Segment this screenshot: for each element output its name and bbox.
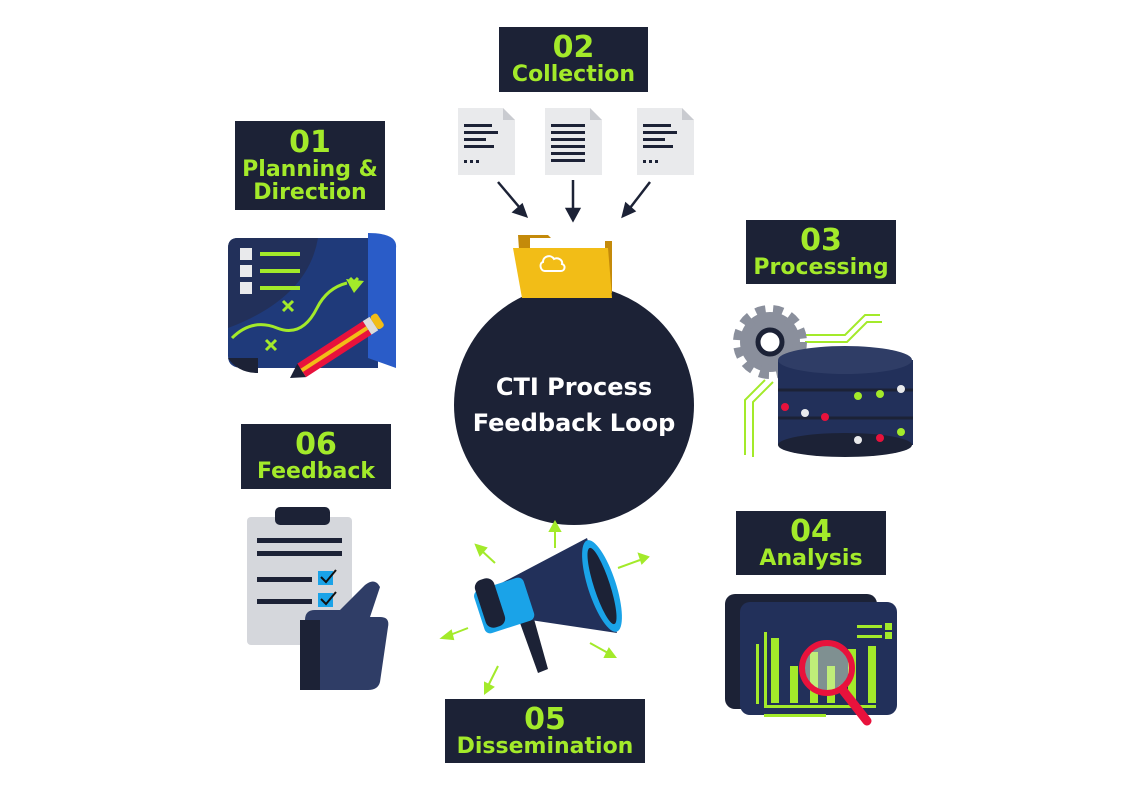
step-number: 03 <box>800 222 842 258</box>
document-icon <box>458 108 515 175</box>
step-number: 01 <box>289 124 331 160</box>
thumbs-up-icon <box>300 581 389 690</box>
step-title: Feedback <box>257 459 375 484</box>
processing-database-icon <box>733 305 913 457</box>
analysis-chart-icon <box>725 594 897 726</box>
document-icon <box>637 108 694 175</box>
broadcast-arrows-icon <box>439 519 650 695</box>
pencil-icon <box>290 313 384 378</box>
magnifier-icon <box>799 640 872 726</box>
center-circle: CTI Process Feedback Loop <box>454 285 694 525</box>
planning-map-icon <box>228 233 397 378</box>
step-title: Direction <box>253 179 367 205</box>
collection-documents-icon <box>458 108 694 298</box>
step-05-label: 05 Dissemination <box>445 699 645 763</box>
step-01-label: 01 Planning & Direction <box>235 121 385 210</box>
step-title: Processing <box>753 254 889 280</box>
step-number: 04 <box>790 513 832 549</box>
step-04-label: 04 Analysis <box>736 511 886 575</box>
feedback-clipboard-icon <box>247 507 389 690</box>
step-number: 02 <box>552 30 595 65</box>
step-06-label: 06 Feedback <box>241 424 391 489</box>
center-title-line2: Feedback Loop <box>472 409 676 437</box>
center-title-line1: CTI Process <box>495 373 653 401</box>
step-title: Planning & <box>242 156 378 182</box>
step-number: 05 <box>524 701 566 737</box>
step-02-label: 02 Collection <box>499 27 648 92</box>
database-icon <box>778 346 913 457</box>
megaphone-icon <box>439 519 650 695</box>
folder-icon <box>513 235 612 298</box>
step-03-label: 03 Processing <box>746 220 896 284</box>
step-title: Analysis <box>759 545 863 571</box>
step-number: 06 <box>295 427 337 462</box>
checkbox-icon <box>240 248 252 294</box>
checkbox-checked-icon <box>318 569 337 607</box>
step-title: Dissemination <box>456 733 634 759</box>
arrow-icon <box>497 180 651 223</box>
document-icon <box>545 108 602 175</box>
step-title: Collection <box>511 62 636 87</box>
